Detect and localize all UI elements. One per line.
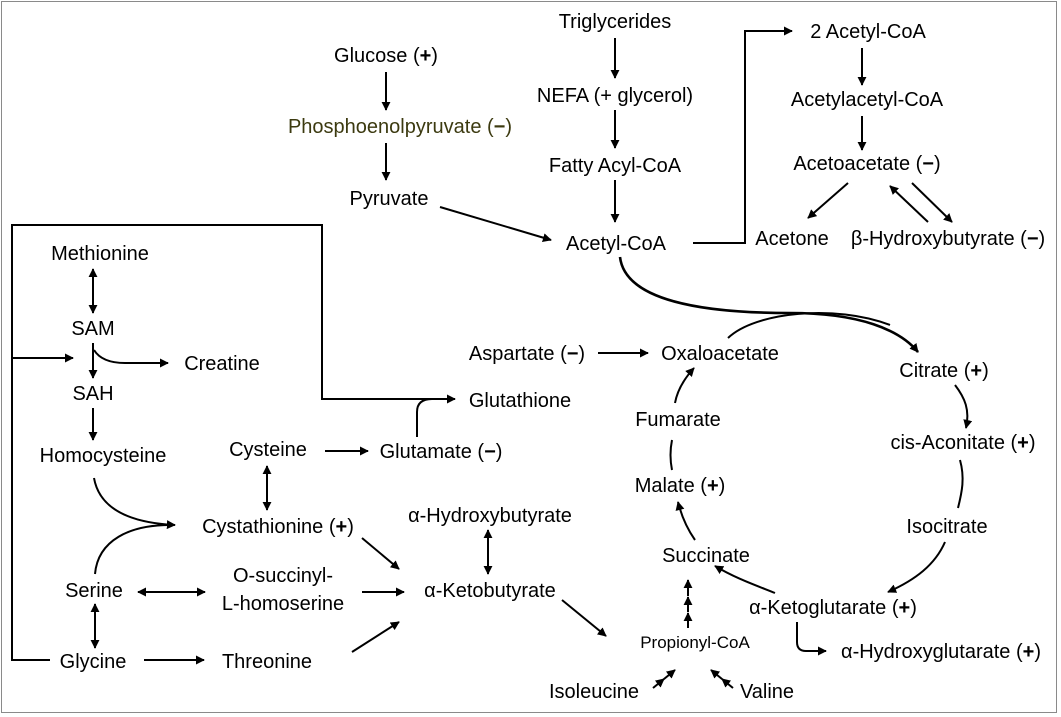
node-malate: Malate (+) [635, 475, 726, 497]
node-acetylacetyl-coa: Acetylacetyl-CoA [791, 89, 944, 111]
node-l-homoserine: L-homoserine [222, 593, 344, 615]
arc-isocitrate-akg [887, 541, 946, 593]
node-alpha-hydroxyglutarate: α-Hydroxyglutarate (+) [841, 641, 1041, 663]
node-2-acetyl-coa: 2 Acetyl-CoA [810, 21, 926, 43]
node-beta-hydroxybutyrate: β-Hydroxybutyrate (−) [851, 228, 1045, 250]
arrow-sam-creatine [93, 349, 169, 368]
arc-serine-cystathionine [94, 524, 171, 575]
node-citrate: Citrate (+) [899, 360, 988, 382]
node-acetoacetate: Acetoacetate (−) [793, 153, 940, 175]
node-succinate: Succinate [662, 545, 750, 567]
node-glutathione: Glutathione [469, 390, 571, 412]
arc-succinate-malate [675, 501, 696, 541]
node-triglycerides: Triglycerides [559, 11, 672, 33]
labels-layer: Triglycerides NEFA (+ glycerol) Fatty Ac… [40, 11, 1046, 703]
arc-oxaloacetate-citrate [727, 312, 891, 339]
node-aspartate: Aspartate (−) [469, 343, 585, 365]
node-sah: SAH [72, 383, 113, 405]
node-alpha-hydroxybutyrate: α-Hydroxybutyrate [408, 505, 572, 527]
node-isoleucine: Isoleucine [549, 681, 639, 703]
arrow-acetoacetate-acetone [807, 182, 849, 219]
node-glutamate: Glutamate (−) [380, 441, 503, 463]
node-acetyl-coa: Acetyl-CoA [566, 233, 667, 255]
node-glucose: Glucose (+) [334, 45, 438, 67]
node-oxaloacetate: Oxaloacetate [661, 343, 779, 365]
arrow-akg-hydroxyglutarate [796, 622, 827, 656]
arc-citrate-cisaconitate [954, 384, 973, 429]
node-cystathionine: Cystathionine (+) [202, 516, 354, 538]
arrow-threonine-ketobutyrate [351, 621, 400, 653]
node-cysteine: Cysteine [229, 439, 307, 461]
arrow-pyruvate-acetylcoa [439, 206, 552, 243]
node-glycine: Glycine [60, 651, 127, 673]
node-phosphoenolpyruvate: Phosphoenolpyruvate (−) [288, 116, 512, 138]
node-acetone: Acetone [755, 228, 828, 250]
arrow-cystathionine-ketobutyrate [361, 537, 400, 570]
node-fumarate: Fumarate [635, 409, 721, 431]
arrow-acetoacetate-bhb [911, 182, 953, 223]
arrow-valine-propionyl [710, 669, 734, 689]
node-pyruvate: Pyruvate [350, 188, 429, 210]
arrow-glutamate-glutathione [416, 394, 456, 437]
node-sam: SAM [71, 318, 114, 340]
node-valine: Valine [740, 681, 794, 703]
node-fatty-acyl-coa: Fatty Acyl-CoA [549, 155, 682, 177]
arc-fumarate-oxaloacetate [674, 367, 695, 404]
arrow-ketobutyrate-propionyl [561, 599, 607, 637]
node-alpha-ketoglutarate: α-Ketoglutarate (+) [749, 597, 917, 619]
node-creatine: Creatine [184, 353, 260, 375]
node-o-succinyl: O-succinyl- [233, 565, 333, 587]
node-methionine: Methionine [51, 243, 149, 265]
arrow-homocysteine-cystathionine [93, 477, 176, 530]
arrow-isoleucine-propionyl [652, 669, 676, 689]
node-nefa: NEFA (+ glycerol) [537, 85, 693, 107]
arc-cisaconitate-isocitrate [957, 459, 964, 509]
arrow-acetylcoa-2acetylcoa [693, 26, 793, 244]
arc-akg-succinate [714, 565, 776, 594]
node-homocysteine: Homocysteine [40, 445, 167, 467]
node-isocitrate: Isocitrate [906, 516, 987, 538]
node-propionyl-coa: Propionyl-CoA [640, 633, 750, 652]
arrow-acetylcoa-citrate [618, 256, 920, 353]
node-serine: Serine [65, 580, 123, 602]
arrows-layer [11, 26, 973, 689]
node-threonine: Threonine [222, 651, 312, 673]
loop-glycine-glutathione [11, 224, 455, 661]
node-alpha-ketobutyrate: α-Ketobutyrate [424, 580, 556, 602]
arc-malate-fumarate [669, 439, 673, 471]
node-cis-aconitate: cis-Aconitate (+) [890, 432, 1035, 454]
arrow-bhb-acetoacetate [889, 185, 929, 223]
